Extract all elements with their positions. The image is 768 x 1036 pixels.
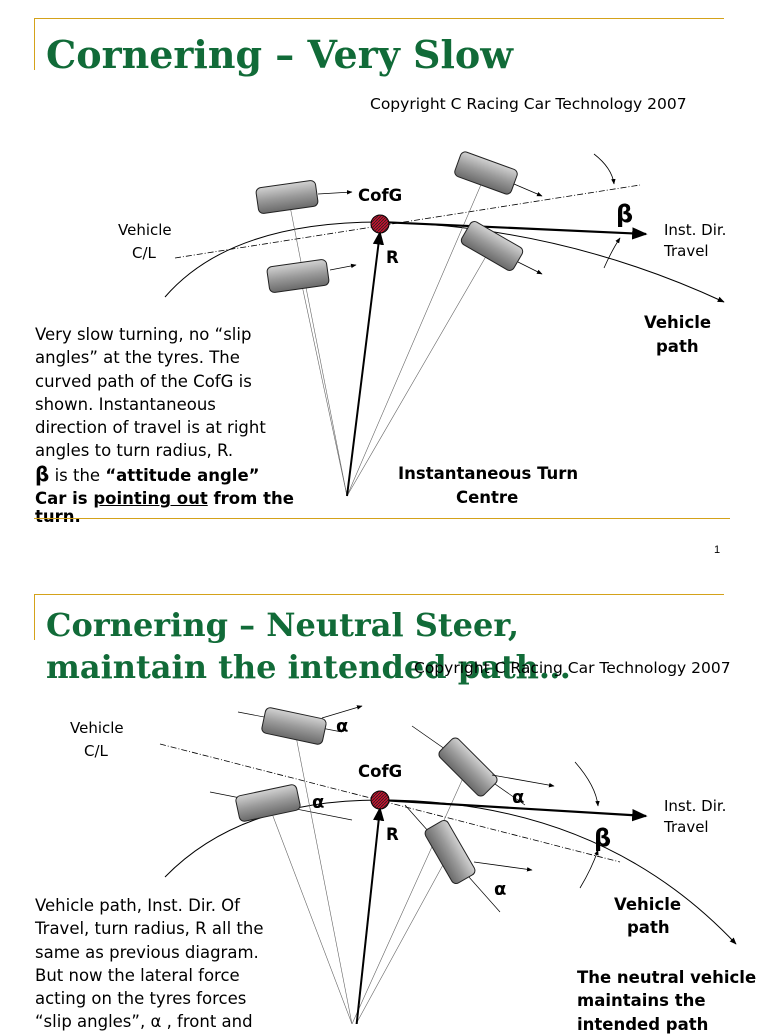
copyright-text: Copyright C Racing Car Technology 2007 bbox=[414, 659, 731, 677]
neutral-steer-diagram: CofG Vehicle C/L Inst. Dir. Travel R β α… bbox=[70, 705, 737, 1024]
slide-1-body: Very slow turning, no “slip angles” at t… bbox=[35, 323, 294, 529]
tyre-front-right bbox=[460, 221, 524, 271]
body-line: same as previous diagram. bbox=[35, 942, 259, 962]
cofg-label: CofG bbox=[358, 762, 402, 781]
tyre-rear-left bbox=[255, 180, 319, 214]
note-line: The neutral vehicle bbox=[577, 968, 757, 987]
beta-arc-top bbox=[574, 761, 600, 807]
vehicle-path-label-1: Vehicle bbox=[614, 895, 681, 914]
tyre-rear-left-arrow bbox=[317, 190, 353, 195]
cofg-marker bbox=[370, 790, 390, 810]
neutral-vehicle-note: The neutral vehicle maintains the intend… bbox=[577, 966, 756, 1036]
body-span: from the bbox=[207, 489, 294, 509]
slide-title-line-1: Cornering – Neutral Steer, bbox=[46, 606, 520, 644]
slide-2-body: Vehicle path, Inst. Dir. Of Travel, turn… bbox=[35, 894, 263, 1034]
body-line: But now the lateral force bbox=[35, 965, 240, 985]
vehicle-centre-line bbox=[174, 184, 641, 259]
body-line: “slip angles”, α , front and bbox=[35, 1012, 253, 1032]
alpha-label-front-left: α bbox=[512, 787, 524, 808]
body-line: acting on the tyres forces bbox=[35, 989, 247, 1009]
body-line: Travel, turn radius, R all the bbox=[35, 919, 264, 939]
radius-lines bbox=[267, 725, 469, 1024]
cornering-diagram: CofG Vehicle C/L Inst. Dir. Travel R β V… bbox=[118, 151, 726, 507]
beta-arc-bottom bbox=[579, 849, 599, 889]
body-line: shown. Instantaneous bbox=[35, 394, 216, 414]
beta-label: β bbox=[616, 200, 633, 228]
inst-direction-arrow bbox=[379, 220, 648, 240]
body-line: Very slow turning, no “slip bbox=[35, 325, 252, 344]
turn-centre-label-2: Centre bbox=[456, 488, 518, 507]
body-line: turn. bbox=[35, 507, 81, 527]
inst-direction-arrow bbox=[379, 798, 648, 822]
tyre-rear-right bbox=[266, 259, 330, 293]
note-line: maintains the bbox=[577, 991, 706, 1011]
beta-arc-top bbox=[593, 153, 616, 185]
cofg-marker bbox=[370, 214, 390, 234]
tyre-front-right bbox=[424, 819, 476, 885]
slide-title-line-2: maintain the intended path… bbox=[46, 648, 571, 686]
slide-1: Cornering – Very Slow Copyright C Racing… bbox=[34, 18, 730, 556]
title-rule-top bbox=[34, 594, 724, 595]
tyre-front-left bbox=[454, 151, 518, 195]
beta-label: β bbox=[594, 824, 611, 852]
note-line: intended path bbox=[577, 1014, 709, 1034]
inst-dir-label-2: Travel bbox=[663, 242, 709, 260]
copyright-text: Copyright C Racing Car Technology 2007 bbox=[370, 95, 687, 113]
vehicle-path-label-2: path bbox=[627, 918, 670, 937]
tyre-rear-left bbox=[261, 707, 327, 745]
tyre-front-right-arrow bbox=[473, 861, 533, 872]
body-line: curved path of the CofG is bbox=[35, 371, 252, 391]
alpha-label-rear-left: α bbox=[336, 716, 348, 737]
tyre-front-left-arrow bbox=[513, 183, 543, 197]
body-line-pointing: Car is pointing out from the bbox=[35, 487, 294, 510]
pointing-out-term: pointing out bbox=[93, 489, 208, 509]
alpha-label-rear-right: α bbox=[312, 792, 324, 813]
body-line: direction of travel is at right bbox=[35, 418, 266, 438]
alpha-label-front-right: α bbox=[494, 879, 506, 900]
radius-arrow bbox=[355, 806, 385, 1024]
title-rule-side bbox=[34, 18, 35, 70]
attitude-angle-term: “attitude angle” bbox=[105, 465, 260, 485]
tyre-rear-right-arrow bbox=[329, 263, 357, 271]
vehicle-cl-label-2: C/L bbox=[84, 742, 109, 760]
vehicle-path-label-2: path bbox=[656, 337, 699, 356]
body-span: Car is bbox=[35, 489, 94, 509]
inst-dir-label-2: Travel bbox=[663, 818, 709, 836]
body-line: angles to turn radius, R. bbox=[35, 441, 234, 461]
body-line: Vehicle path, Inst. Dir. Of bbox=[35, 896, 240, 915]
title-rule-side bbox=[34, 594, 35, 640]
radius-arrow bbox=[346, 230, 384, 497]
body-line: angles” at the tyres. The bbox=[35, 348, 240, 368]
tyre-front-left bbox=[438, 737, 498, 797]
vehicle-centre-line bbox=[159, 743, 621, 863]
vehicle-cl-label-1: Vehicle bbox=[118, 221, 172, 239]
slide-title: Cornering – Very Slow bbox=[46, 32, 513, 77]
turn-centre-label-1: Instantaneous Turn bbox=[398, 464, 578, 483]
tyre-rear-right bbox=[235, 784, 301, 822]
body-line-attitude: β is the “attitude angle” bbox=[35, 461, 294, 487]
page-number: 1 bbox=[714, 544, 721, 556]
tyre-front-right-arrow bbox=[517, 261, 543, 275]
body-span: is the bbox=[49, 465, 106, 485]
title-rule-top bbox=[34, 18, 724, 19]
tyre-rear-left-arrow bbox=[321, 705, 363, 719]
cofg-label: CofG bbox=[358, 186, 402, 205]
slide-2: Cornering – Neutral Steer, maintain the … bbox=[0, 580, 768, 1034]
tyre-front-left-arrow bbox=[491, 774, 555, 788]
slide-1-bottom-rule bbox=[34, 518, 730, 519]
vehicle-path-label-1: Vehicle bbox=[644, 313, 711, 332]
vehicle-cl-label-1: Vehicle bbox=[70, 719, 124, 737]
inst-dir-label-1: Inst. Dir. bbox=[664, 221, 726, 239]
beta-arc-bottom bbox=[603, 237, 621, 269]
radius-label: R bbox=[386, 825, 399, 844]
inst-dir-label-1: Inst. Dir. bbox=[664, 797, 726, 815]
vehicle-cl-label-2: C/L bbox=[132, 244, 157, 262]
beta-symbol: β bbox=[35, 461, 50, 486]
radius-label: R bbox=[386, 248, 399, 267]
